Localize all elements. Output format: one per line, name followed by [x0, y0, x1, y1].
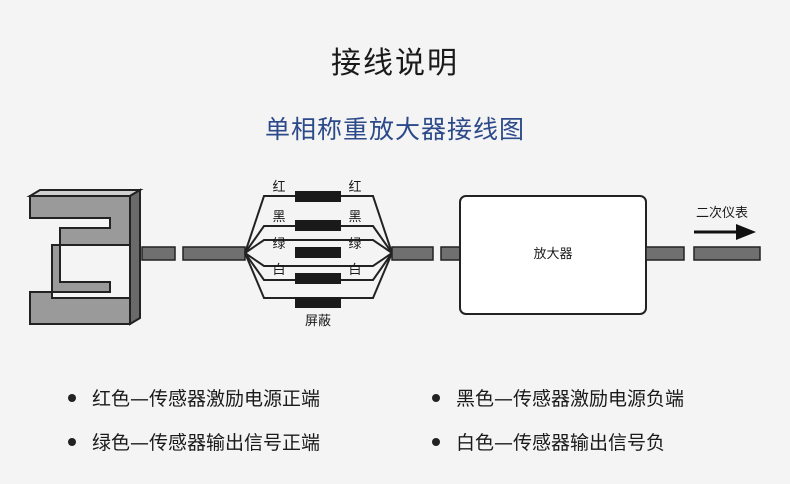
- legend-text: 黑色—传感器激励电源负端: [456, 388, 685, 410]
- wire-block-black: [295, 220, 341, 231]
- legend-item: 黑色—传感器激励电源负端: [432, 384, 684, 411]
- wire-label-right: 黑: [348, 210, 361, 225]
- page-title: 接线说明: [331, 46, 459, 81]
- wire-block-white: [295, 273, 341, 284]
- legend-text: 白色—传感器输出信号负: [456, 432, 666, 454]
- legend-item: 白色—传感器输出信号负: [432, 428, 665, 455]
- amplifier-label: 放大器: [533, 247, 572, 262]
- wire-label-left: 绿: [272, 237, 285, 252]
- wire-label-left: 白: [272, 262, 285, 278]
- wire-label-right: 绿: [348, 237, 361, 252]
- legend-item: 绿色—传感器输出信号正端: [68, 428, 320, 455]
- diagram-subtitle: 单相称重放大器接线图: [264, 115, 525, 144]
- amp-cable-segment: [440, 246, 461, 261]
- shield-label: 屏蔽: [305, 314, 331, 329]
- load-cell-sensor: [26, 188, 144, 326]
- wire-block-red: [295, 191, 341, 202]
- load-cell-body: [29, 195, 131, 325]
- wire-label-right: 红: [348, 179, 361, 195]
- bullet-icon: [432, 437, 440, 446]
- wire-labels-right: 红 黑 绿 白: [348, 179, 361, 278]
- bullet-icon: [432, 393, 440, 402]
- amp-cable-segment: [391, 246, 434, 261]
- wire-connectors: [295, 191, 341, 308]
- bullet-icon: [68, 437, 76, 446]
- wire-label-left: 黑: [272, 210, 285, 225]
- wire-label-left: 红: [272, 179, 285, 195]
- wire-label-right: 白: [348, 262, 361, 278]
- legend-text: 绿色—传感器输出信号正端: [92, 432, 321, 454]
- output-cable-segment: [693, 246, 761, 261]
- legend-text: 红色—传感器激励电源正端: [92, 388, 321, 410]
- wire-labels-left: 红 黑 绿 白: [272, 179, 285, 278]
- sensor-cable-segment: [141, 246, 176, 261]
- arrow-right-icon: [694, 224, 756, 240]
- wire-block-shield: [295, 297, 341, 308]
- bullet-icon: [68, 393, 76, 402]
- output-cable-segment: [645, 246, 685, 261]
- sensor-cable-segment: [182, 246, 246, 261]
- output-label: 二次仪表: [696, 205, 748, 221]
- legend-item: 红色—传感器激励电源正端: [68, 384, 320, 411]
- wire-block-green: [295, 247, 341, 258]
